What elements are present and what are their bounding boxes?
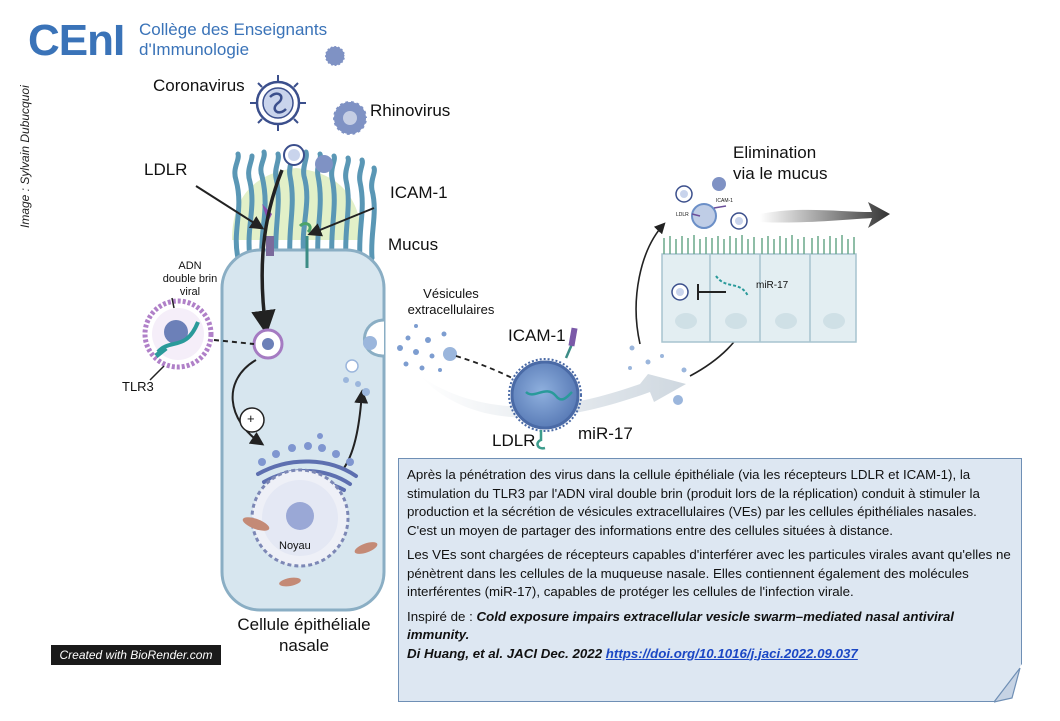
logo-title-line1: Collège des Enseignants — [139, 20, 328, 39]
caption-box: Après la pénétration des virus dans la c… — [398, 458, 1022, 702]
caption-paragraph-1b: C'est un moyen de partager des informati… — [407, 522, 893, 538]
label-double-brin: double brin — [162, 273, 218, 285]
plus-circle — [239, 407, 265, 433]
tlr3-endosome — [142, 298, 214, 370]
label-plus: + — [247, 411, 255, 426]
label-noyau: Noyau — [279, 540, 311, 552]
label-viral: viral — [179, 286, 201, 298]
label-icam1: ICAM-1 — [390, 183, 448, 202]
label-mini-ldlr: LDLR — [676, 212, 689, 218]
label-cellule-line1: Cellule épithéliale — [237, 615, 371, 634]
label-ve-ldlr: LDLR — [492, 431, 536, 450]
label-cellule-line2: nasale — [278, 636, 330, 655]
label-vesicules-line2: extracellulaires — [407, 302, 495, 317]
rhinovirus-icon — [332, 100, 368, 136]
image-credit: Image : Sylvain Dubucquoi — [18, 85, 32, 228]
er-vesicles — [258, 433, 354, 466]
page-fold-corner — [994, 664, 1022, 703]
mitochondria — [242, 517, 378, 587]
label-tlr3: TLR3 — [122, 379, 154, 394]
rhinovirus-icon-small — [324, 45, 346, 67]
label-vesicules-line1: Vésicules — [423, 286, 479, 301]
biorender-credit: Created with BioRender.com — [51, 645, 221, 665]
coronavirus-icon — [250, 75, 306, 131]
citation-prefix: Inspiré de : — [407, 608, 477, 624]
logo-title-line2: d'Immunologie — [139, 40, 250, 59]
label-ldlr: LDLR — [144, 160, 188, 179]
label-elimination-line2: via le mucus — [733, 164, 828, 183]
caption-paragraph-1: Après la pénétration des virus dans la c… — [407, 467, 980, 519]
nasal-mucosa-cells — [661, 235, 857, 343]
rhinovirus-icon-small-2 — [315, 155, 333, 173]
label-mini-icam1: ICAM-1 — [716, 198, 733, 204]
cell-vesicles — [343, 359, 370, 396]
ev-stream — [397, 324, 457, 372]
label-cell-mir17: miR-17 — [756, 280, 789, 291]
label-coronavirus: Coronavirus — [153, 76, 245, 95]
nucleus — [250, 468, 350, 568]
caption-paragraph-2: Les VEs sont chargées de récepteurs capa… — [407, 547, 1011, 599]
big-extracellular-vesicle — [508, 327, 582, 450]
ev-stream-right — [628, 345, 687, 405]
label-rhinovirus: Rhinovirus — [370, 101, 451, 120]
endosome — [252, 328, 284, 360]
coronavirus-icon-small — [283, 144, 305, 166]
virus-icons — [250, 45, 368, 173]
caption-citation: Inspiré de : Cold exposure impairs extra… — [407, 608, 1011, 664]
label-ve-icam1: ICAM-1 — [508, 326, 566, 345]
mucus-elimination — [675, 177, 890, 230]
label-mucus: Mucus — [388, 235, 439, 254]
cenl-logo: CEnI — [28, 16, 125, 65]
label-ve-mir17: miR-17 — [578, 424, 633, 443]
citation-title: Cold exposure impairs extracellular vesi… — [407, 608, 954, 643]
label-adn: ADN — [178, 260, 202, 272]
label-elimination-line1: Elimination — [733, 143, 817, 162]
doi-link[interactable]: https://doi.org/10.1016/j.jaci.2022.09.0… — [605, 645, 858, 661]
citation-authors: Di Huang, et al. JACI Dec. 2022 — [407, 645, 606, 661]
